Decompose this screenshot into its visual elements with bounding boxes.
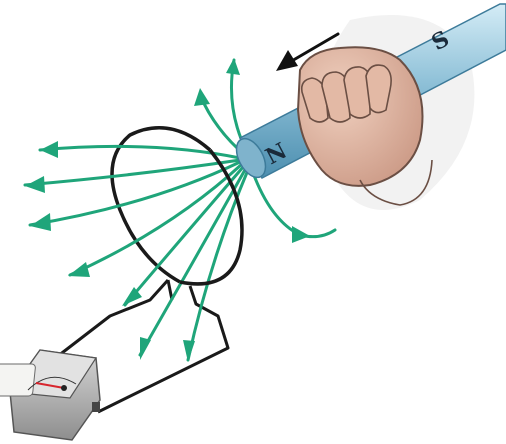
field-arrowhead xyxy=(194,88,210,106)
field-lines xyxy=(25,60,335,360)
field-arrowhead xyxy=(292,226,310,243)
field-arrowhead xyxy=(25,176,45,193)
field-line xyxy=(252,170,335,237)
field-arrowheads xyxy=(25,58,310,362)
field-arrowhead xyxy=(68,262,90,277)
field-line xyxy=(25,160,240,185)
galvanometer xyxy=(0,350,100,440)
galvanometer-face xyxy=(0,364,36,396)
galvanometer-terminal xyxy=(92,402,100,412)
galvanometer-pivot xyxy=(61,385,67,391)
field-arrowhead xyxy=(140,337,151,360)
field-arrowhead xyxy=(30,213,51,231)
field-arrowhead xyxy=(183,340,195,362)
field-line xyxy=(188,170,248,360)
field-arrowhead xyxy=(40,141,58,158)
hand-finger xyxy=(366,65,391,112)
coil-loop-front xyxy=(180,150,242,284)
field-arrowhead xyxy=(226,58,240,75)
